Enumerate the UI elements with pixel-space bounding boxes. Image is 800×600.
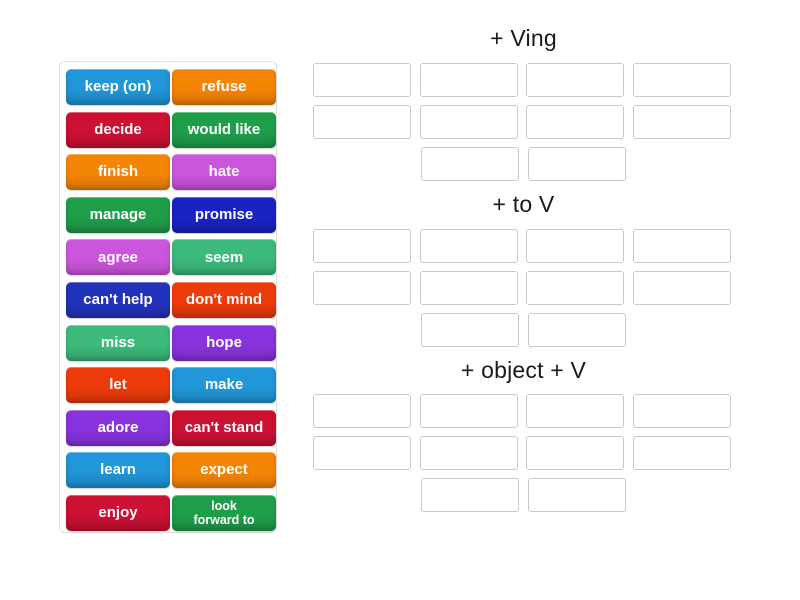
drop-zone-row [313,312,734,347]
word-tile[interactable]: decide [66,111,170,148]
drop-zone-title: + Ving [490,25,557,51]
drop-zone-row [313,62,734,97]
drop-slot[interactable] [526,104,625,139]
word-tile[interactable]: refuse [172,69,276,105]
drop-zone-title: + object + V [460,356,587,383]
drop-zone-row [313,104,734,139]
word-tile[interactable]: miss [66,324,170,361]
drop-zone-row [313,394,734,429]
drop-zone-group: + Ving [313,24,734,181]
drop-slot[interactable] [421,478,520,513]
drop-slot[interactable] [313,104,411,139]
drop-zone-columns: + Ving + to V + object + V [313,24,734,521]
drop-zone-row [313,228,734,263]
word-tile[interactable]: hate [172,154,276,191]
word-tile[interactable]: don't mind [172,281,276,318]
drop-slot[interactable] [313,228,411,263]
drop-slot[interactable] [419,270,518,305]
drop-slot[interactable] [526,436,625,471]
drop-slot[interactable] [526,228,625,263]
drop-slot[interactable] [632,436,731,471]
drop-slot[interactable] [632,104,731,139]
drop-slot[interactable] [419,394,518,429]
drop-slot[interactable] [313,394,411,429]
drop-slot[interactable] [526,62,625,97]
drop-slot[interactable] [527,146,626,181]
drop-slot[interactable] [313,62,411,97]
drop-slot[interactable] [419,228,518,263]
drop-slot[interactable] [419,62,518,97]
word-tile[interactable]: would like [172,111,276,148]
drop-slot[interactable] [313,270,411,305]
drop-slot[interactable] [419,436,518,471]
drop-slot[interactable] [632,228,731,263]
drop-zone-row [313,146,734,181]
word-tile[interactable]: look forward to [172,494,276,531]
drop-slot[interactable] [421,146,520,181]
drop-slot[interactable] [632,394,731,429]
drop-zone-row [313,270,734,305]
drop-slot[interactable] [421,312,520,347]
word-tile[interactable]: can't stand [172,409,276,446]
word-tile[interactable]: agree [66,239,170,276]
drop-zone-group: + to V [313,190,734,347]
drop-slot[interactable] [526,394,625,429]
word-tile[interactable]: make [172,367,276,404]
word-tile[interactable]: promise [172,196,276,233]
word-tile[interactable]: adore [66,409,170,446]
word-tile[interactable]: can't help [66,281,170,318]
drop-zone-row [313,478,734,513]
word-tile[interactable]: let [66,367,170,404]
word-tile[interactable]: learn [66,452,170,489]
drop-slot[interactable] [313,436,411,471]
word-tile[interactable]: enjoy [66,494,170,531]
drop-zone-title: + to V [492,190,555,217]
drop-zone-group: + object + V [313,356,734,513]
word-tile[interactable]: manage [66,196,170,233]
drop-slot[interactable] [419,104,518,139]
word-tile[interactable]: keep (on) [66,69,170,105]
drop-zone-row [313,436,734,471]
word-tile[interactable]: hope [172,324,276,361]
drop-slot[interactable] [632,270,731,305]
word-tile[interactable]: expect [172,452,276,489]
drop-slot[interactable] [527,312,626,347]
word-tile[interactable]: seem [172,239,276,276]
drop-slot[interactable] [526,270,625,305]
drop-slot[interactable] [632,62,731,97]
drop-slot[interactable] [527,478,626,513]
word-tile[interactable]: finish [66,154,170,191]
